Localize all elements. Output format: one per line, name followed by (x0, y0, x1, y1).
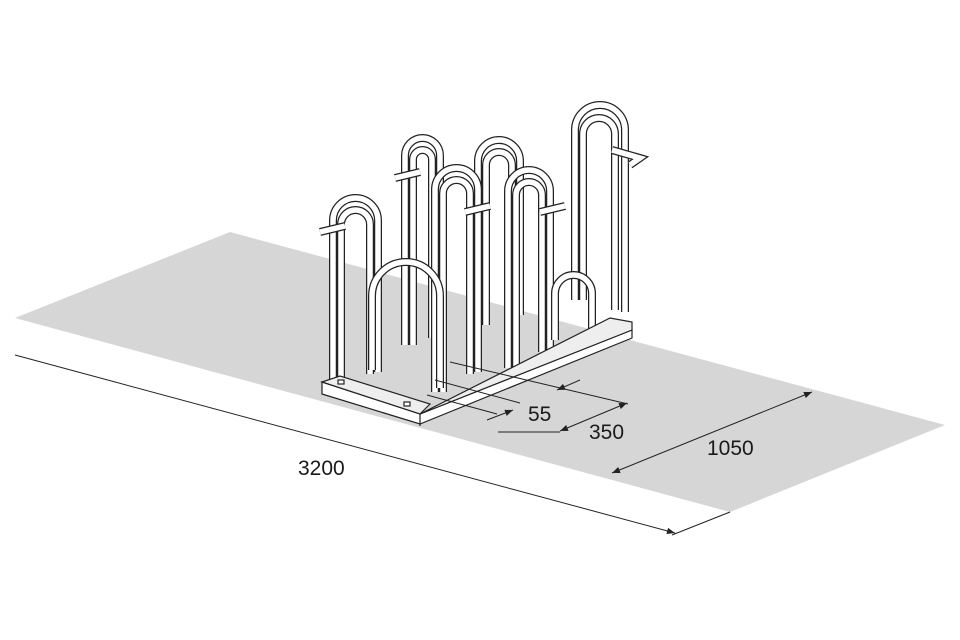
tube-fill (338, 207, 373, 385)
dimension-tube-label: 55 (528, 403, 551, 426)
tube-fill (483, 149, 515, 325)
tube-fill (505, 167, 553, 368)
tube-fill (440, 177, 473, 392)
tube-fill (394, 169, 421, 181)
tube-fill (432, 165, 481, 392)
dimension-lines (14, 354, 813, 536)
tube-fill (513, 179, 545, 368)
tube-fill (475, 137, 523, 325)
tube-fill (402, 135, 443, 345)
dimension-depth-label: 1050 (707, 437, 754, 460)
tube-fill (319, 223, 346, 235)
tube-fill (572, 102, 628, 312)
tube-fill (580, 115, 618, 310)
tube-fill (611, 147, 647, 168)
rack-tubes (319, 101, 650, 392)
tube-fill (552, 272, 595, 340)
dimension-spacing-label: 350 (589, 421, 624, 444)
tube-fill (330, 195, 381, 385)
tube-fill (369, 259, 443, 388)
tube-fill (539, 203, 566, 215)
dimension-length-label: 3200 (298, 457, 345, 480)
tube-fill (410, 147, 435, 345)
tube-fill (464, 203, 491, 215)
